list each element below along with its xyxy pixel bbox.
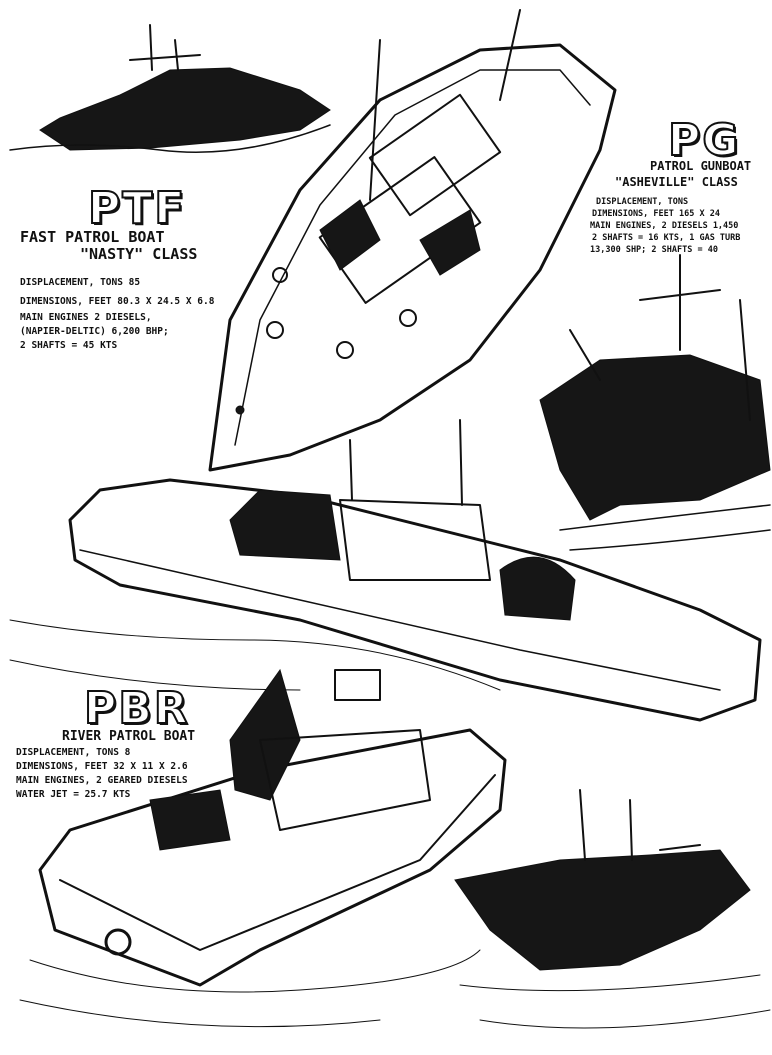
pg-spec-dimensions: DIMENSIONS, FEET 165 X 24	[592, 209, 720, 219]
pbr-spec-dimensions: DIMENSIONS, FEET 32 X 11 X 2.6	[16, 761, 188, 772]
ptf-spec-displacement: DISPLACEMENT, TONS 85	[20, 277, 141, 288]
pbr-name-line1: RIVER PATROL BOAT	[62, 729, 196, 744]
pbr-spec-waterjet: WATER JET = 25.7 KTS	[16, 789, 131, 800]
ptf-spec-dimensions: DIMENSIONS, FEET 80.3 X 24.5 X 6.8	[20, 296, 215, 307]
pg-spec-engines: MAIN ENGINES, 2 DIESELS 1,450	[590, 221, 739, 231]
pg-spec-turbine: 13,300 SHP; 2 SHAFTS = 40	[590, 245, 718, 255]
bottom-right-patrol-boat	[454, 789, 771, 1029]
pbr-boat-drawing	[19, 668, 507, 1028]
ptf-boat-drawing	[208, 9, 617, 472]
ptf-spec-shafts: 2 SHAFTS = 45 KTS	[20, 340, 118, 351]
pg-gunboat-drawing	[539, 254, 771, 551]
pg-spec-shafts: 2 SHAFTS = 16 KTS, 1 GAS TURB	[592, 233, 741, 243]
top-left-patrol-boat	[9, 24, 331, 153]
ptf-name-line1: FAST PATROL BOAT	[20, 228, 165, 246]
ptf-code: PTF	[87, 183, 187, 234]
pg-spec-displacement: DISPLACEMENT, TONS	[596, 197, 689, 207]
pg-code: PG	[667, 115, 741, 166]
pg-name-line2: "ASHEVILLE" CLASS	[615, 175, 738, 189]
center-long-hull-drawing	[9, 419, 762, 722]
pg-name-line1: PATROL GUNBOAT	[650, 159, 752, 173]
ptf-spec-engine-type: (NAPIER-DELTIC) 6,200 BHP;	[20, 326, 169, 337]
ptf-name-line2: "NASTY" CLASS	[80, 245, 198, 263]
pbr-code: PBR	[83, 683, 190, 734]
pbr-spec-engines: MAIN ENGINES, 2 GEARED DIESELS	[16, 775, 188, 786]
pbr-spec-displacement: DISPLACEMENT, TONS 8	[16, 747, 131, 758]
ptf-spec-engines: MAIN ENGINES 2 DIESELS,	[20, 312, 152, 323]
